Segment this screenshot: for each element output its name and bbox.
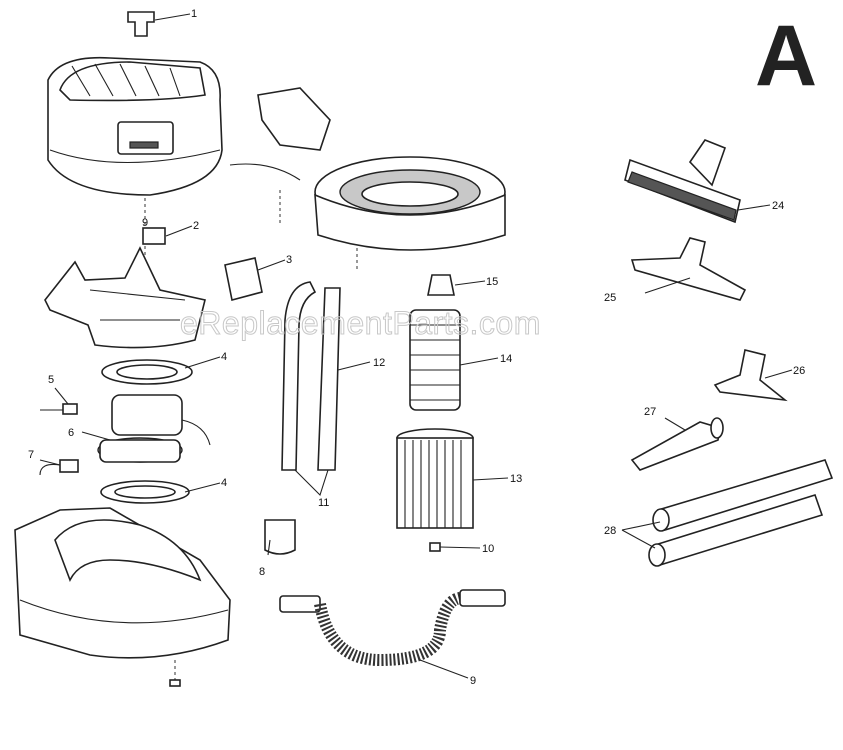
power-head-cover: [47, 56, 223, 196]
part-label-24: 24: [772, 200, 784, 212]
part-label-9: 9: [470, 675, 476, 687]
part-4-seal-bottom: [100, 480, 190, 504]
part-27-crevice-tool: [630, 417, 724, 471]
filter-lid: [314, 156, 506, 251]
part-14-float-cage: [409, 309, 461, 411]
part-2-switch: 9: [142, 217, 166, 245]
screw-icon: [169, 679, 181, 687]
part-26-gulper: [713, 349, 788, 402]
part-label-15: 15: [486, 276, 498, 288]
part-label-26: 26: [793, 365, 805, 377]
motor-base: [14, 507, 231, 659]
part-label-25: 25: [604, 292, 616, 304]
part-1-knob: [127, 11, 155, 37]
part-12-wands: [281, 281, 341, 471]
part-label-4: 4: [221, 477, 227, 489]
part-13-filter: [396, 428, 474, 529]
part-label-5: 5: [48, 374, 54, 386]
part-7-switch: [39, 459, 79, 476]
part-label-12: 12: [373, 357, 385, 369]
part-28-extension-wands: [648, 459, 834, 567]
part-4-seal-top: [101, 359, 193, 385]
deflector: [229, 87, 331, 181]
watermark: eReplacementParts.com: [180, 305, 541, 341]
part-15-float: [427, 274, 455, 296]
part-label-11: 11: [318, 497, 329, 509]
part-label-27: 27: [644, 406, 656, 418]
part-5-connector: [40, 403, 78, 415]
part-label-3: 3: [286, 254, 292, 266]
section-letter: A: [755, 8, 817, 104]
part-3-latch: [224, 257, 263, 301]
part-8-adapter: [264, 519, 296, 555]
part-label-14: 14: [500, 353, 512, 365]
part-24-floor-nozzle: [624, 139, 741, 224]
svg-text:9: 9: [142, 217, 148, 229]
part-10-nut: [429, 542, 441, 552]
part-label-10: 10: [482, 543, 494, 555]
part-label-28: 28: [604, 525, 616, 537]
part-label-6: 6: [68, 427, 74, 439]
part-label-7: 7: [28, 449, 34, 461]
part-label-1: 1: [191, 8, 197, 20]
part-label-8: 8: [259, 566, 265, 578]
part-25-utility-nozzle: [630, 237, 747, 301]
part-label-13: 13: [510, 473, 522, 485]
part-6-motor: [97, 394, 211, 463]
part-9-hose: [279, 589, 506, 667]
leader-lines: [39, 13, 793, 679]
part-label-4: 4: [221, 351, 227, 363]
part-label-2: 2: [193, 220, 199, 232]
motor-housing: [44, 246, 206, 349]
